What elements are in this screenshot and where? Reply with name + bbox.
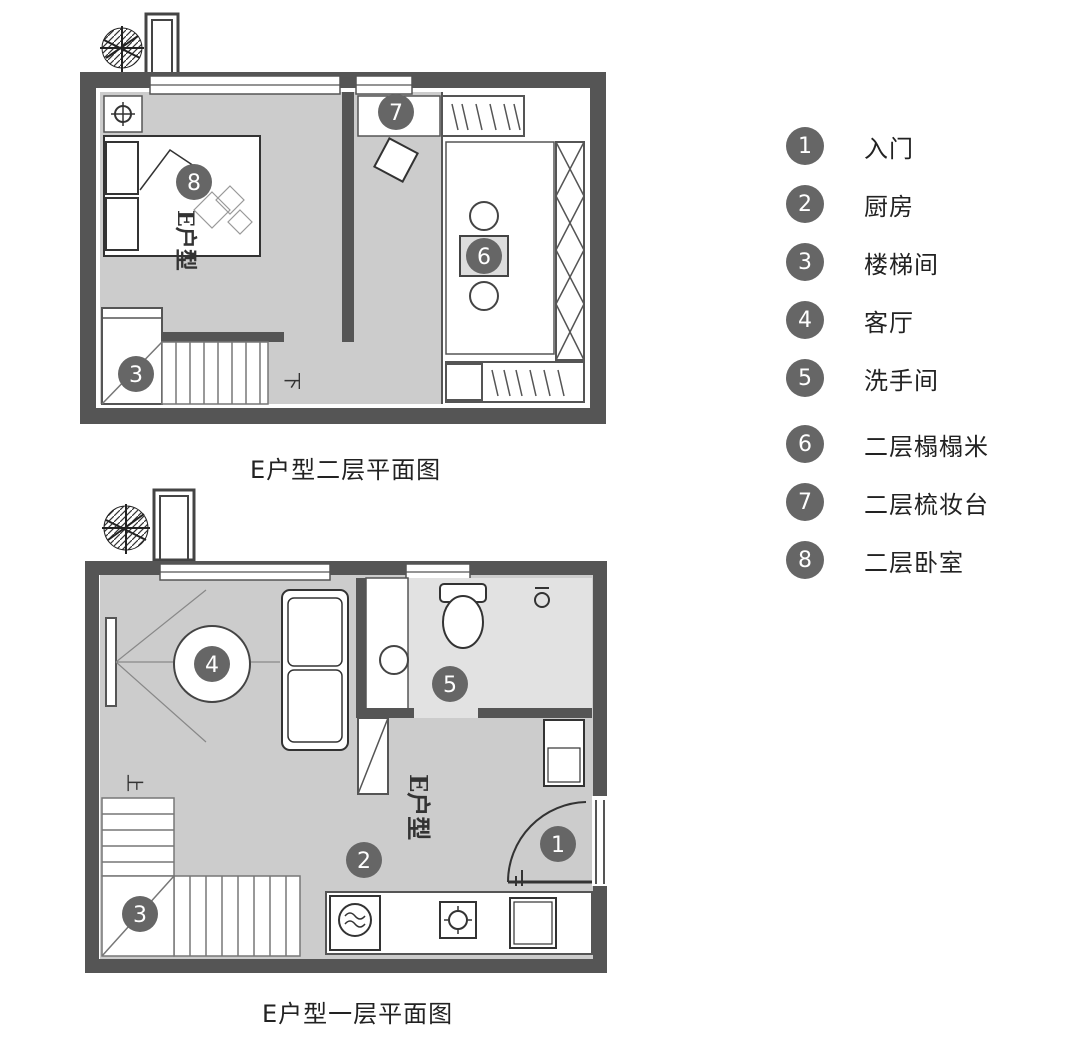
pillow-bottom: [105, 197, 139, 251]
legend-label: 洗手间: [864, 366, 939, 395]
marker-8: 8: [176, 164, 212, 200]
legend-label: 二层梳妆台: [864, 490, 989, 519]
lower-stair-steps: [101, 797, 301, 957]
side-cabinet: [555, 141, 585, 361]
plant-icon-lower: [102, 504, 150, 554]
lower-stair-direction-label: 上: [123, 774, 144, 792]
bathroom-area: [408, 578, 592, 718]
marker-7: 7: [378, 94, 414, 130]
sofa: [281, 589, 349, 751]
balcony-railing-lower: [152, 488, 196, 562]
legend-number: 6: [786, 425, 824, 463]
legend-label: 入门: [864, 134, 914, 163]
legend-item-7: 7 二层梳妆台: [786, 482, 989, 522]
lower-floor-plan: E户型 上 4 5 2 1 3: [85, 488, 608, 973]
legend-item-3: 3 楼梯间: [786, 242, 939, 282]
legend-item-6: 6 二层榻榻米: [786, 424, 989, 464]
upper-stair-rail: [162, 332, 284, 342]
legend-number: 3: [786, 243, 824, 281]
legend-item-8: 8 二层卧室: [786, 540, 964, 580]
marker-3-upper: 3: [118, 356, 154, 392]
washing-machine-icon: [329, 895, 381, 951]
dresser-chair: [373, 137, 419, 183]
legend-item-2: 2 厨房: [786, 184, 914, 224]
legend-label: 二层卧室: [864, 548, 964, 577]
legend-label: 厨房: [864, 192, 914, 221]
marker-2: 2: [346, 842, 382, 878]
fridge: [509, 897, 557, 949]
tv-screen: [105, 617, 117, 707]
upper-stair-direction-label: 下: [281, 372, 302, 390]
marker-4: 4: [194, 646, 230, 682]
marker-5: 5: [432, 666, 468, 702]
legend-number: 2: [786, 185, 824, 223]
svg-text:3: 3: [129, 363, 143, 388]
pillow-top: [105, 141, 139, 195]
bathroom-wall-bottom-right: [478, 708, 592, 718]
balcony-railing: [144, 12, 180, 78]
upper-room-type-label: E户型: [172, 210, 198, 271]
marker-6: 6: [466, 238, 502, 274]
svg-text:3: 3: [133, 903, 147, 928]
legend-number: 5: [786, 359, 824, 397]
legend-item-4: 4 客厅: [786, 300, 914, 340]
stove-icon: [439, 901, 477, 939]
bathroom-wall-bottom-left: [356, 708, 414, 718]
lower-room-type-label: E户型: [404, 774, 433, 840]
sink-icon: [379, 645, 409, 675]
entrance-door-swing: [507, 801, 587, 883]
legend-number: 4: [786, 301, 824, 339]
legend-label: 二层榻榻米: [864, 432, 989, 461]
legend-label: 客厅: [864, 308, 914, 337]
cushion-top: [469, 201, 499, 231]
entry-cabinet: [543, 719, 585, 787]
upper-outer-wall: [80, 72, 606, 424]
shower-icon: [534, 587, 550, 608]
legend-item-1: 1 入门: [786, 126, 914, 166]
svg-text:4: 4: [205, 653, 219, 678]
cushion-bottom: [469, 281, 499, 311]
legend-number: 7: [786, 483, 824, 521]
lower-floor-caption: E户型一层平面图: [262, 1000, 454, 1028]
svg-text:2: 2: [357, 849, 371, 874]
lower-outer-wall: [85, 561, 607, 973]
marker-3-lower: 3: [122, 896, 158, 932]
svg-text:1: 1: [551, 833, 565, 858]
bathroom-partition: [356, 578, 366, 718]
upper-partition-wall: [342, 92, 354, 342]
svg-text:5: 5: [443, 673, 457, 698]
legend-label: 楼梯间: [864, 250, 939, 279]
svg-text:7: 7: [389, 101, 403, 126]
upper-stair-steps: [161, 341, 269, 405]
plant-icon: [100, 26, 144, 72]
legend-number: 8: [786, 541, 824, 579]
legend-item-5: 5 洗手间: [786, 358, 939, 398]
upper-floor-caption: E户型二层平面图: [250, 456, 442, 484]
toilet-icon: [439, 583, 487, 649]
svg-text:8: 8: [187, 171, 201, 196]
svg-text:6: 6: [477, 245, 491, 270]
bed-flower-pattern: [193, 185, 253, 235]
upper-floor-plan: E户型 下 8 7 6 3: [80, 12, 606, 424]
marker-1: 1: [540, 826, 576, 862]
legend-number: 1: [786, 127, 824, 165]
